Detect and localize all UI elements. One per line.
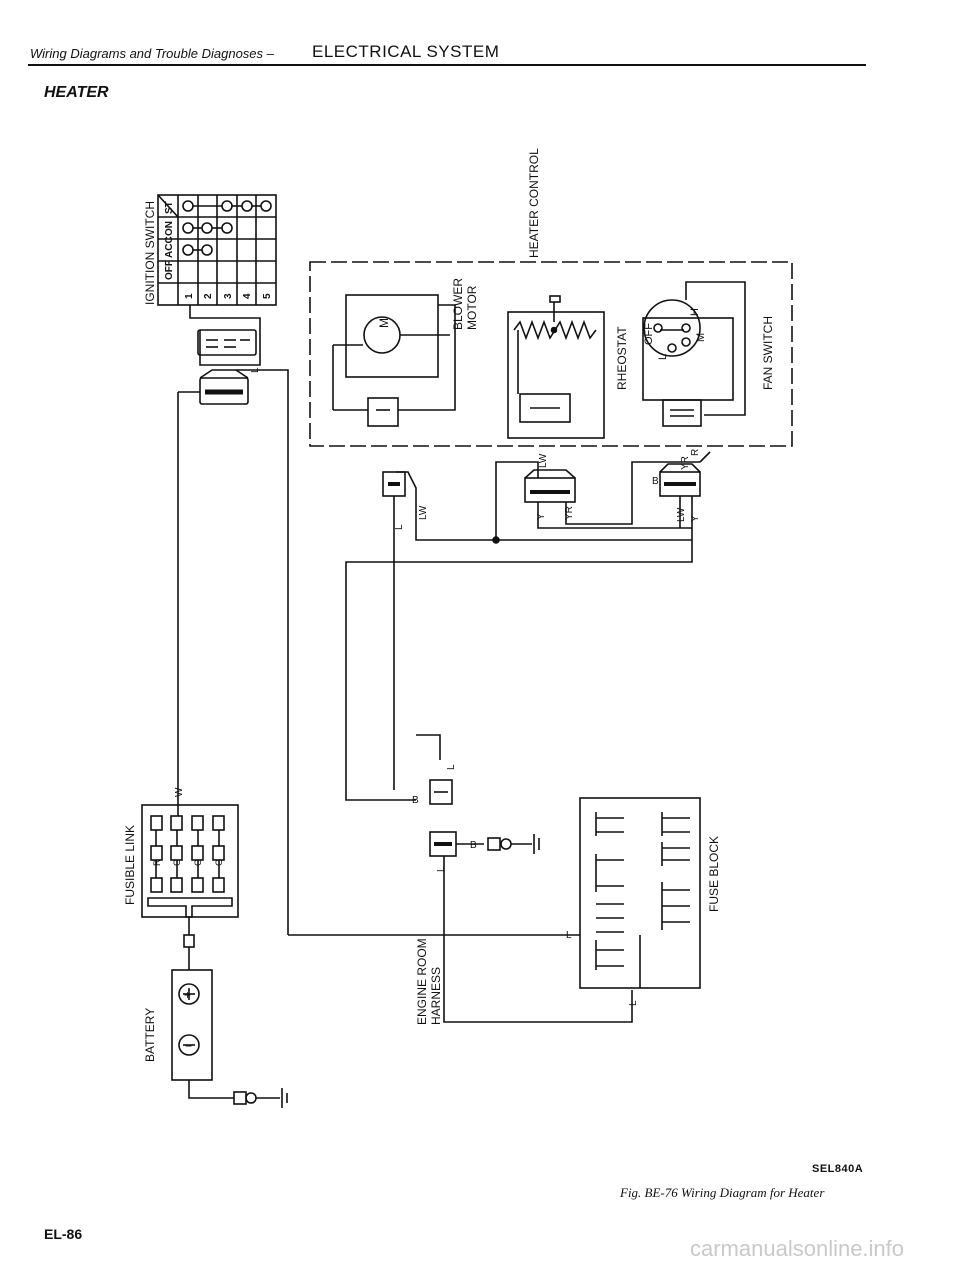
wire-label-l-fuse: L <box>566 930 572 941</box>
figure-caption: Fig. BE-76 Wiring Diagram for Heater <box>620 1185 825 1200</box>
wire-label-yr-right: YR <box>680 456 691 470</box>
label-ignition-switch: IGNITION SWITCH <box>143 201 157 305</box>
wire-label-l-harness: L <box>436 866 447 872</box>
ign-term-5: 5 <box>262 293 273 299</box>
figure-code: SEL840A <box>812 1163 864 1175</box>
header-rule <box>28 64 866 66</box>
label-fusible-link: FUSIBLE LINK <box>123 825 137 905</box>
wire-label-r: R <box>690 449 701 456</box>
wire-label-g-fl-2: G <box>193 859 203 866</box>
wire-label-b-harness: B <box>470 840 477 851</box>
section-title: HEATER <box>44 84 109 101</box>
wire-label-lw-left: LW <box>418 505 429 520</box>
wire-label-r-fl: R <box>152 859 162 866</box>
header-title-italic: Wiring Diagrams and Trouble Diagnoses – <box>30 46 274 61</box>
header-title-caps: ELECTRICAL SYSTEM <box>312 42 500 61</box>
fan-l-mark: L <box>657 354 669 360</box>
wire-label-b-right: B <box>652 476 659 487</box>
ign-term-3: 3 <box>223 293 234 299</box>
ign-pos-st: ST <box>164 201 175 214</box>
label-fan-switch: FAN SWITCH <box>761 316 775 390</box>
wire-label-l-bottom: L <box>628 1000 639 1006</box>
fuse-pairs <box>595 812 690 970</box>
wire-label-y-mid: Y <box>536 513 547 520</box>
fan-h-mark: H <box>689 308 701 316</box>
wire-label-lw-right: LW <box>676 507 687 522</box>
ign-term-2: 2 <box>203 293 214 299</box>
ign-pos-off: OFF <box>164 260 175 280</box>
label-engine-room-2: HARNESS <box>429 967 443 1025</box>
ign-term-1: 1 <box>184 293 195 299</box>
ign-term-4: 4 <box>242 293 253 299</box>
wire-label-lw-mid: LW <box>538 453 549 468</box>
label-battery: BATTERY <box>143 1008 157 1062</box>
wire-label-g-fl-3: G <box>214 859 224 866</box>
label-blower-motor-1: BLOWER <box>451 278 465 330</box>
ign-pos-acc: ACC <box>164 236 175 258</box>
battery-minus: − <box>185 1039 192 1053</box>
wire-label-l-ign: L <box>250 367 261 373</box>
label-heater-control: HEATER CONTROL <box>527 148 541 258</box>
watermark: carmanualsonline.info <box>690 1236 905 1261</box>
ignition-switch-table <box>157 194 277 306</box>
wire-label-yr-mid: YR <box>564 506 575 520</box>
label-engine-room-1: ENGINE ROOM <box>415 938 429 1025</box>
page-number: EL-86 <box>44 1226 83 1242</box>
motor-symbol: M <box>377 318 391 328</box>
wire-label-y-right: Y <box>690 515 701 522</box>
wire-label-l-lower: L <box>446 764 457 770</box>
label-blower-motor-2: MOTOR <box>465 285 479 330</box>
ign-pos-on: ON <box>164 221 175 236</box>
wire-label-l-left: L <box>394 524 405 530</box>
battery-plus: + <box>184 988 191 1002</box>
label-fuse-block: FUSE BLOCK <box>707 836 721 912</box>
label-rheostat: RHEOSTAT <box>615 326 629 390</box>
wire-label-w-top: W <box>174 787 185 797</box>
wire-label-b-lower: B <box>412 795 419 806</box>
wire-label-g-fl-1: G <box>172 859 182 866</box>
fan-m-mark: M <box>695 333 707 342</box>
fan-off-mark: OFF <box>643 323 655 345</box>
